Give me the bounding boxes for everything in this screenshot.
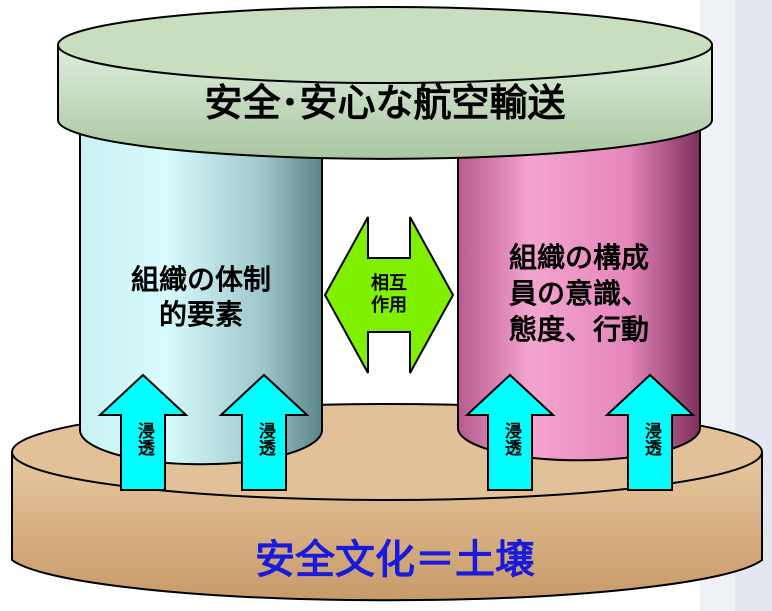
interaction-arrow xyxy=(323,216,455,374)
arrow-label-1: 浸透 xyxy=(133,422,154,456)
up-arrow-1 xyxy=(97,373,189,491)
interaction-label: 相互 作用 xyxy=(371,273,407,316)
left-pillar-label: 組織の体制 的要素 xyxy=(130,263,271,331)
arrow-label-2: 浸透 xyxy=(254,422,275,456)
right-pillar xyxy=(457,129,701,462)
top-disc-label: 安全･安心な航空輸送 xyxy=(204,81,566,125)
up-arrow-2 xyxy=(218,373,310,491)
arrow-label-4: 浸透 xyxy=(640,422,661,456)
up-arrow-4 xyxy=(604,373,696,491)
right-pillar-label: 組織の構成 員の意識、 態度、行動 xyxy=(508,241,649,346)
arrow-label-3: 浸透 xyxy=(500,422,521,456)
up-arrow-3 xyxy=(464,373,556,491)
base-label: 安全文化＝土壌 xyxy=(255,537,535,583)
top-disc xyxy=(57,6,713,160)
